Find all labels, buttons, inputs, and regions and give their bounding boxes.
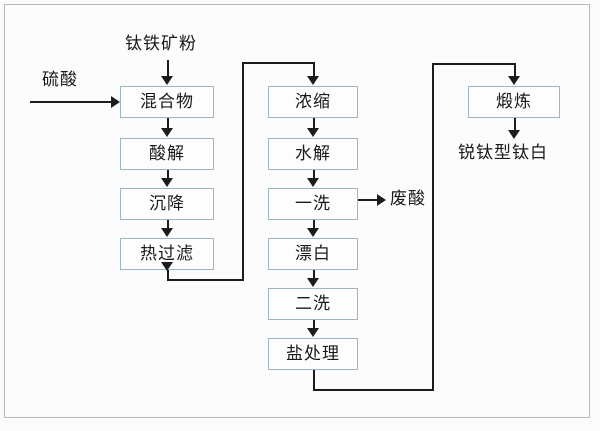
- node-first-wash[interactable]: 一洗: [268, 188, 358, 220]
- output-label-anatase-titanium-dioxide: 锐钛型钛白: [458, 143, 548, 163]
- arrowhead-into-calcination: [508, 76, 520, 85]
- arrowhead-into-concentration: [307, 76, 319, 85]
- node-settling[interactable]: 沉降: [120, 188, 214, 220]
- node-mixture[interactable]: 混合物: [120, 86, 214, 118]
- connector-mixture-to-acidolysis: [167, 118, 169, 129]
- connector-ilmenite-to-mixture: [167, 60, 169, 77]
- connector-salt-treatment-down: [313, 370, 315, 391]
- arrowhead-first-wash-to-bleaching: [307, 228, 319, 237]
- connector-settling-to-hot-filtration: [167, 220, 169, 229]
- connector-first-wash-to-bleaching: [313, 220, 315, 229]
- connector-first-wash-to-waste-acid: [358, 199, 380, 201]
- connector-concentration-to-hydrolysis: [313, 118, 315, 129]
- node-concentration[interactable]: 浓缩: [268, 86, 358, 118]
- connector-hot-filtration-up: [242, 62, 244, 281]
- arrowhead-calcination-to-product: [508, 130, 520, 139]
- connector-into-calcination: [432, 63, 516, 65]
- arrowhead-ilmenite-to-mixture: [161, 76, 173, 85]
- arrowhead-acidolysis-to-settling: [161, 178, 173, 187]
- arrowhead-hydrolysis-to-first-wash: [307, 178, 319, 187]
- output-label-waste-acid: 废酸: [390, 189, 426, 209]
- node-salt-treatment[interactable]: 盐处理: [268, 338, 358, 370]
- connector-salt-treatment-up: [432, 63, 434, 391]
- input-label-sulfuric-acid: 硫酸: [42, 70, 78, 90]
- connector-hot-filtration-down: [167, 270, 169, 280]
- arrowhead-concentration-to-hydrolysis: [307, 128, 319, 137]
- connector-concentration-drop: [313, 62, 315, 77]
- connector-hydrolysis-to-first-wash: [313, 170, 315, 179]
- node-second-wash[interactable]: 二洗: [268, 288, 358, 320]
- arrowhead-second-wash-to-salt-treatment: [307, 328, 319, 337]
- node-calcination[interactable]: 煅炼: [468, 86, 560, 118]
- connector-acidolysis-to-settling: [167, 170, 169, 179]
- arrowhead-settling-to-hot-filtration: [161, 228, 173, 237]
- connector-hot-filtration-right: [167, 279, 244, 281]
- node-acidolysis[interactable]: 酸解: [120, 138, 214, 170]
- connector-into-concentration: [242, 62, 315, 64]
- arrowhead-mixture-to-acidolysis: [161, 128, 173, 137]
- node-bleaching[interactable]: 漂白: [268, 238, 358, 270]
- arrowhead-first-wash-to-waste-acid: [377, 194, 386, 206]
- connector-sulfuric-acid-to-mixture: [30, 101, 114, 103]
- connector-bleaching-to-second-wash: [313, 270, 315, 279]
- input-label-ilmenite-powder: 钛铁矿粉: [125, 34, 197, 54]
- connector-salt-treatment-right: [313, 389, 434, 391]
- connector-calcination-drop: [514, 63, 516, 77]
- node-hydrolysis[interactable]: 水解: [268, 138, 358, 170]
- connector-second-wash-to-salt-treatment: [313, 320, 315, 329]
- connector-calcination-to-product: [514, 118, 516, 131]
- arrowhead-bleaching-to-second-wash: [307, 278, 319, 287]
- arrowhead-sulfuric-acid-to-mixture: [111, 96, 120, 108]
- arrowhead-hot-filtration-out: [161, 262, 173, 271]
